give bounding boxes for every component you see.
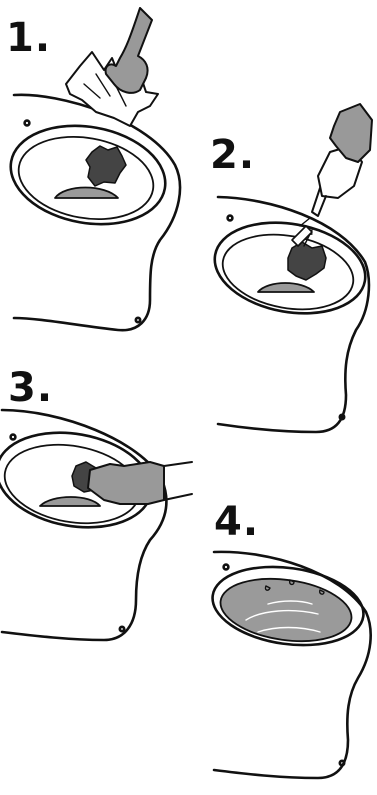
step-2-toilet-icon bbox=[208, 197, 373, 432]
step-3-glove-icon bbox=[88, 462, 164, 504]
step-1-toilet-icon bbox=[3, 95, 180, 330]
step-3-toilet-icon bbox=[0, 410, 166, 640]
step-4-toilet-icon bbox=[207, 552, 370, 778]
step-1-stain-icon bbox=[86, 146, 126, 186]
step-2-stain-icon bbox=[288, 242, 326, 280]
step-1-glove-icon bbox=[106, 8, 152, 93]
